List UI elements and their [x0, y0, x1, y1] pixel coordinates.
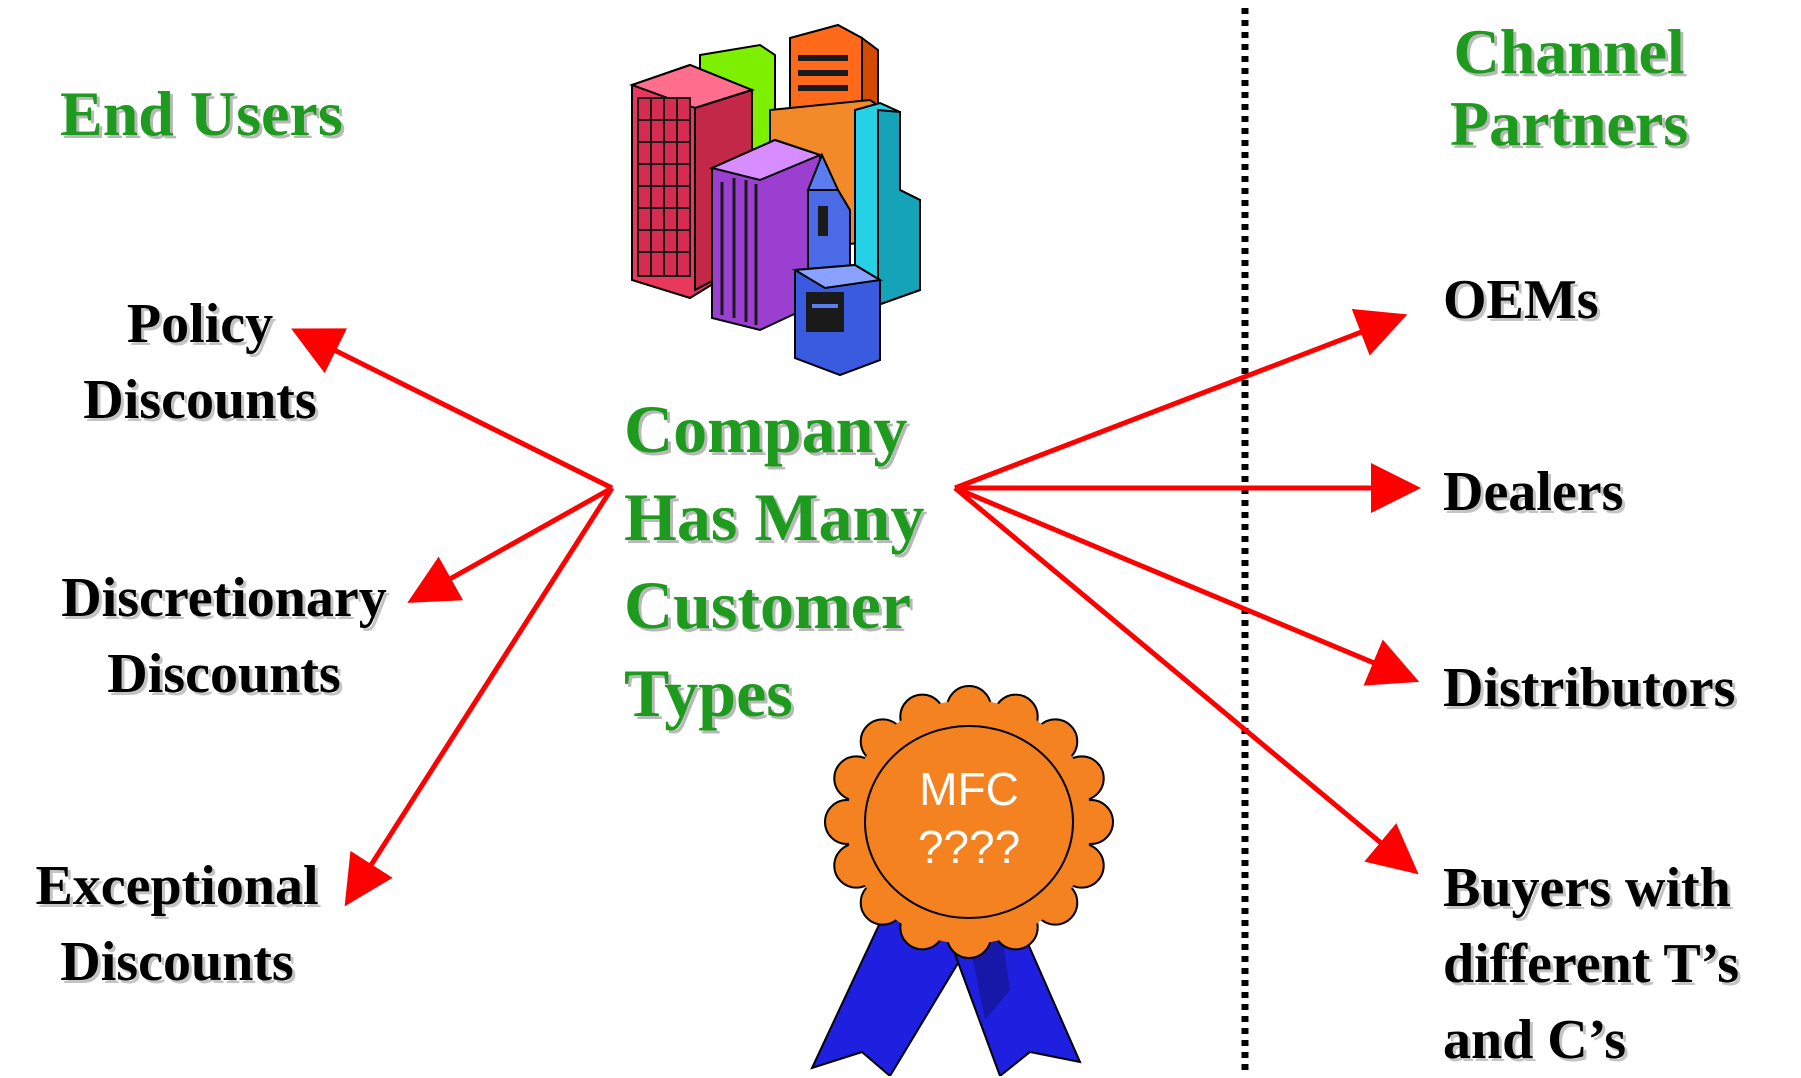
buyers-line-3: and C’s [1443, 1009, 1627, 1071]
exceptional-discounts-line-1: Exceptional [35, 855, 319, 917]
buildings-icon [629, 23, 921, 377]
center-heading-line-2: Has Many [624, 479, 925, 555]
discretionary-discounts-label: Discretionary Discounts [34, 560, 414, 712]
seal-line-2: ???? [917, 821, 1021, 873]
channel-partners-heading: Channel Partners [1450, 20, 1688, 156]
buyers-label: Buyers with different T’s and C’s [1443, 850, 1739, 1078]
dealers-label: Dealers [1443, 461, 1624, 523]
arrow-to-distributors [954, 485, 1420, 686]
policy-discounts-line-1: Policy [126, 293, 274, 355]
exceptional-discounts-line-2: Discounts [60, 931, 294, 993]
buyers-line-1: Buyers with [1443, 857, 1731, 919]
center-heading: Company Has Many Customer Types [624, 385, 924, 737]
channel-partners-line-1: Channel [1453, 16, 1685, 87]
buyers-line-2: different T’s [1443, 933, 1740, 995]
distributors-label: Distributors [1443, 657, 1736, 719]
policy-discounts-line-2: Discounts [83, 369, 317, 431]
discretionary-discounts-line-1: Discretionary [61, 567, 387, 629]
discretionary-discounts-line-2: Discounts [107, 643, 341, 705]
oems-label: OEMs [1443, 269, 1599, 331]
arrow-to-buyers [953, 486, 1419, 875]
center-heading-line-4: Types [624, 655, 793, 731]
arrow-to-exceptional-discounts [344, 486, 615, 907]
arrow-to-oems [954, 308, 1408, 491]
arrows [291, 308, 1421, 907]
exceptional-discounts-label: Exceptional Discounts [12, 848, 342, 1000]
seal-line-1: MFC [919, 763, 1019, 815]
arrow-to-discretionary-discounts [407, 485, 614, 603]
end-users-heading: End Users [60, 78, 343, 149]
seal-badge [824, 685, 1114, 959]
arrow-to-policy-discounts [291, 328, 614, 491]
center-heading-line-1: Company [624, 391, 908, 467]
policy-discounts-label: Policy Discounts [60, 286, 340, 438]
center-heading-line-3: Customer [624, 567, 912, 643]
seal-text: MFC ???? [889, 766, 1049, 870]
channel-partners-line-2: Partners [1450, 88, 1689, 159]
